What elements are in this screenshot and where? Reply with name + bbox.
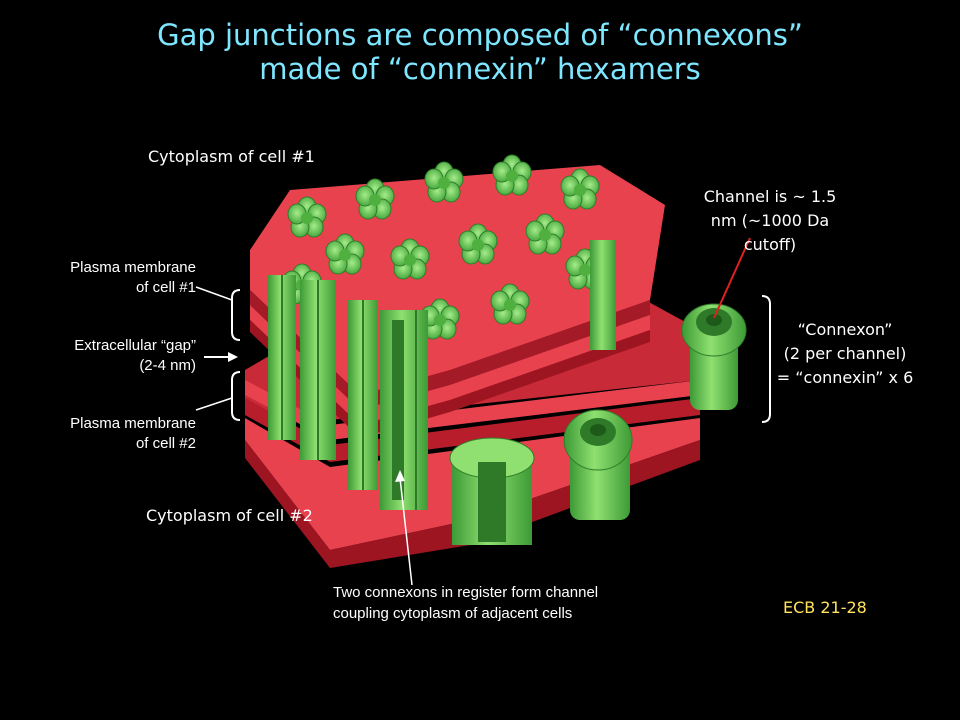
slide-title: Gap junctions are composed of “connexons… <box>0 18 960 86</box>
membrane1-leader <box>195 286 233 301</box>
gap-line-2: (2-4 nm) <box>139 357 196 374</box>
connexon-channels <box>268 240 616 510</box>
membrane2-leader <box>195 397 233 411</box>
channel-line-3: cutoff) <box>743 235 797 254</box>
plasma-membrane-2-line-1: Plasma membrane <box>70 415 196 432</box>
channel-pointer <box>713 237 751 319</box>
plasma-membrane-2-label: Plasma membrane of cell #2 <box>20 414 196 454</box>
plasma-membrane-2-line-2: of cell #2 <box>135 435 196 452</box>
bracket-connexon <box>761 295 771 423</box>
bracket-membrane-2 <box>231 371 241 421</box>
plasma-membrane-1-line-1: Plasma membrane <box>70 259 196 276</box>
connexon-label: “Connexon” (2 per channel) = “connexin” … <box>760 318 930 390</box>
title-line-2: made of “connexin” hexamers <box>259 52 701 86</box>
bottom-caption: Two connexons in register form channel c… <box>333 582 598 624</box>
connexon-line-1: “Connexon” <box>797 320 893 339</box>
channel-size-label: Channel is ~ 1.5 nm (~1000 Da cutoff) <box>690 185 850 257</box>
title-line-1: Gap junctions are composed of “connexons… <box>157 18 803 52</box>
gap-line-1: Extracellular “gap” <box>74 337 196 354</box>
connexon-line-3: = “connexin” x 6 <box>776 368 914 387</box>
bracket-membrane-1 <box>231 289 241 341</box>
reference-label: ECB 21-28 <box>783 598 867 617</box>
plasma-membrane-1-line-2: of cell #1 <box>135 279 196 296</box>
channel-line-2: nm (~1000 Da <box>710 211 830 230</box>
caption-pointer <box>399 477 413 586</box>
cytoplasm-2-label: Cytoplasm of cell #2 <box>146 506 313 525</box>
channel-line-1: Channel is ~ 1.5 <box>703 187 837 206</box>
extracellular-gap-label: Extracellular “gap” (2-4 nm) <box>20 336 196 376</box>
cytoplasm-1-label: Cytoplasm of cell #1 <box>148 147 315 166</box>
connexon-free-lower <box>563 409 633 520</box>
connexon-free-right <box>681 303 747 410</box>
connexon-half-cut <box>449 437 535 545</box>
connexon-line-2: (2 per channel) <box>783 344 907 363</box>
bottom-caption-line-1: Two connexons in register form channel <box>333 584 599 601</box>
bottom-caption-line-2: coupling cytoplasm of adjacent cells <box>333 605 573 622</box>
plasma-membrane-1-label: Plasma membrane of cell #1 <box>20 258 196 298</box>
